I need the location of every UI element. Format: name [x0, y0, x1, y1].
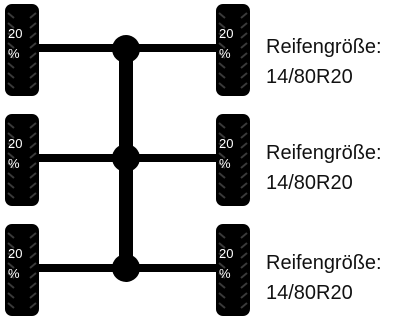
- tire-label-front-left: 20 %: [8, 24, 36, 64]
- tire-size-value: 14/80R20: [266, 172, 353, 194]
- tire-size-value: 14/80R20: [266, 66, 353, 88]
- tire-label-rear-left: 20 %: [8, 244, 36, 284]
- tire-label-middle-left: 20 %: [8, 134, 36, 174]
- tire-value: 20: [219, 26, 234, 41]
- axle-hub: [112, 144, 140, 172]
- tire-size-front: Reifengröße: 14/80R20: [266, 32, 406, 92]
- tire-unit: %: [8, 156, 20, 171]
- tire-size-caption: Reifengröße:: [266, 252, 382, 274]
- tire-size-middle: Reifengröße: 14/80R20: [266, 138, 406, 198]
- tire-unit: %: [8, 46, 20, 61]
- tire-size-rear: Reifengröße: 14/80R20: [266, 248, 406, 308]
- tire-value: 20: [8, 246, 23, 261]
- tire-size-caption: Reifengröße:: [266, 36, 382, 58]
- axle-hub: [112, 254, 140, 282]
- tire-unit: %: [219, 46, 231, 61]
- tire-value: 20: [8, 136, 23, 151]
- tire-unit: %: [219, 266, 231, 281]
- axle-hub: [112, 35, 140, 63]
- tire-value: 20: [219, 246, 234, 261]
- tire-unit: %: [219, 156, 231, 171]
- tire-size-value: 14/80R20: [266, 282, 353, 304]
- tire-label-rear-right: 20 %: [219, 244, 247, 284]
- tire-value: 20: [219, 136, 234, 151]
- tire-value: 20: [8, 26, 23, 41]
- tire-size-caption: Reifengröße:: [266, 142, 382, 164]
- tire-label-middle-right: 20 %: [219, 134, 247, 174]
- tire-label-front-right: 20 %: [219, 24, 247, 64]
- tire-unit: %: [8, 266, 20, 281]
